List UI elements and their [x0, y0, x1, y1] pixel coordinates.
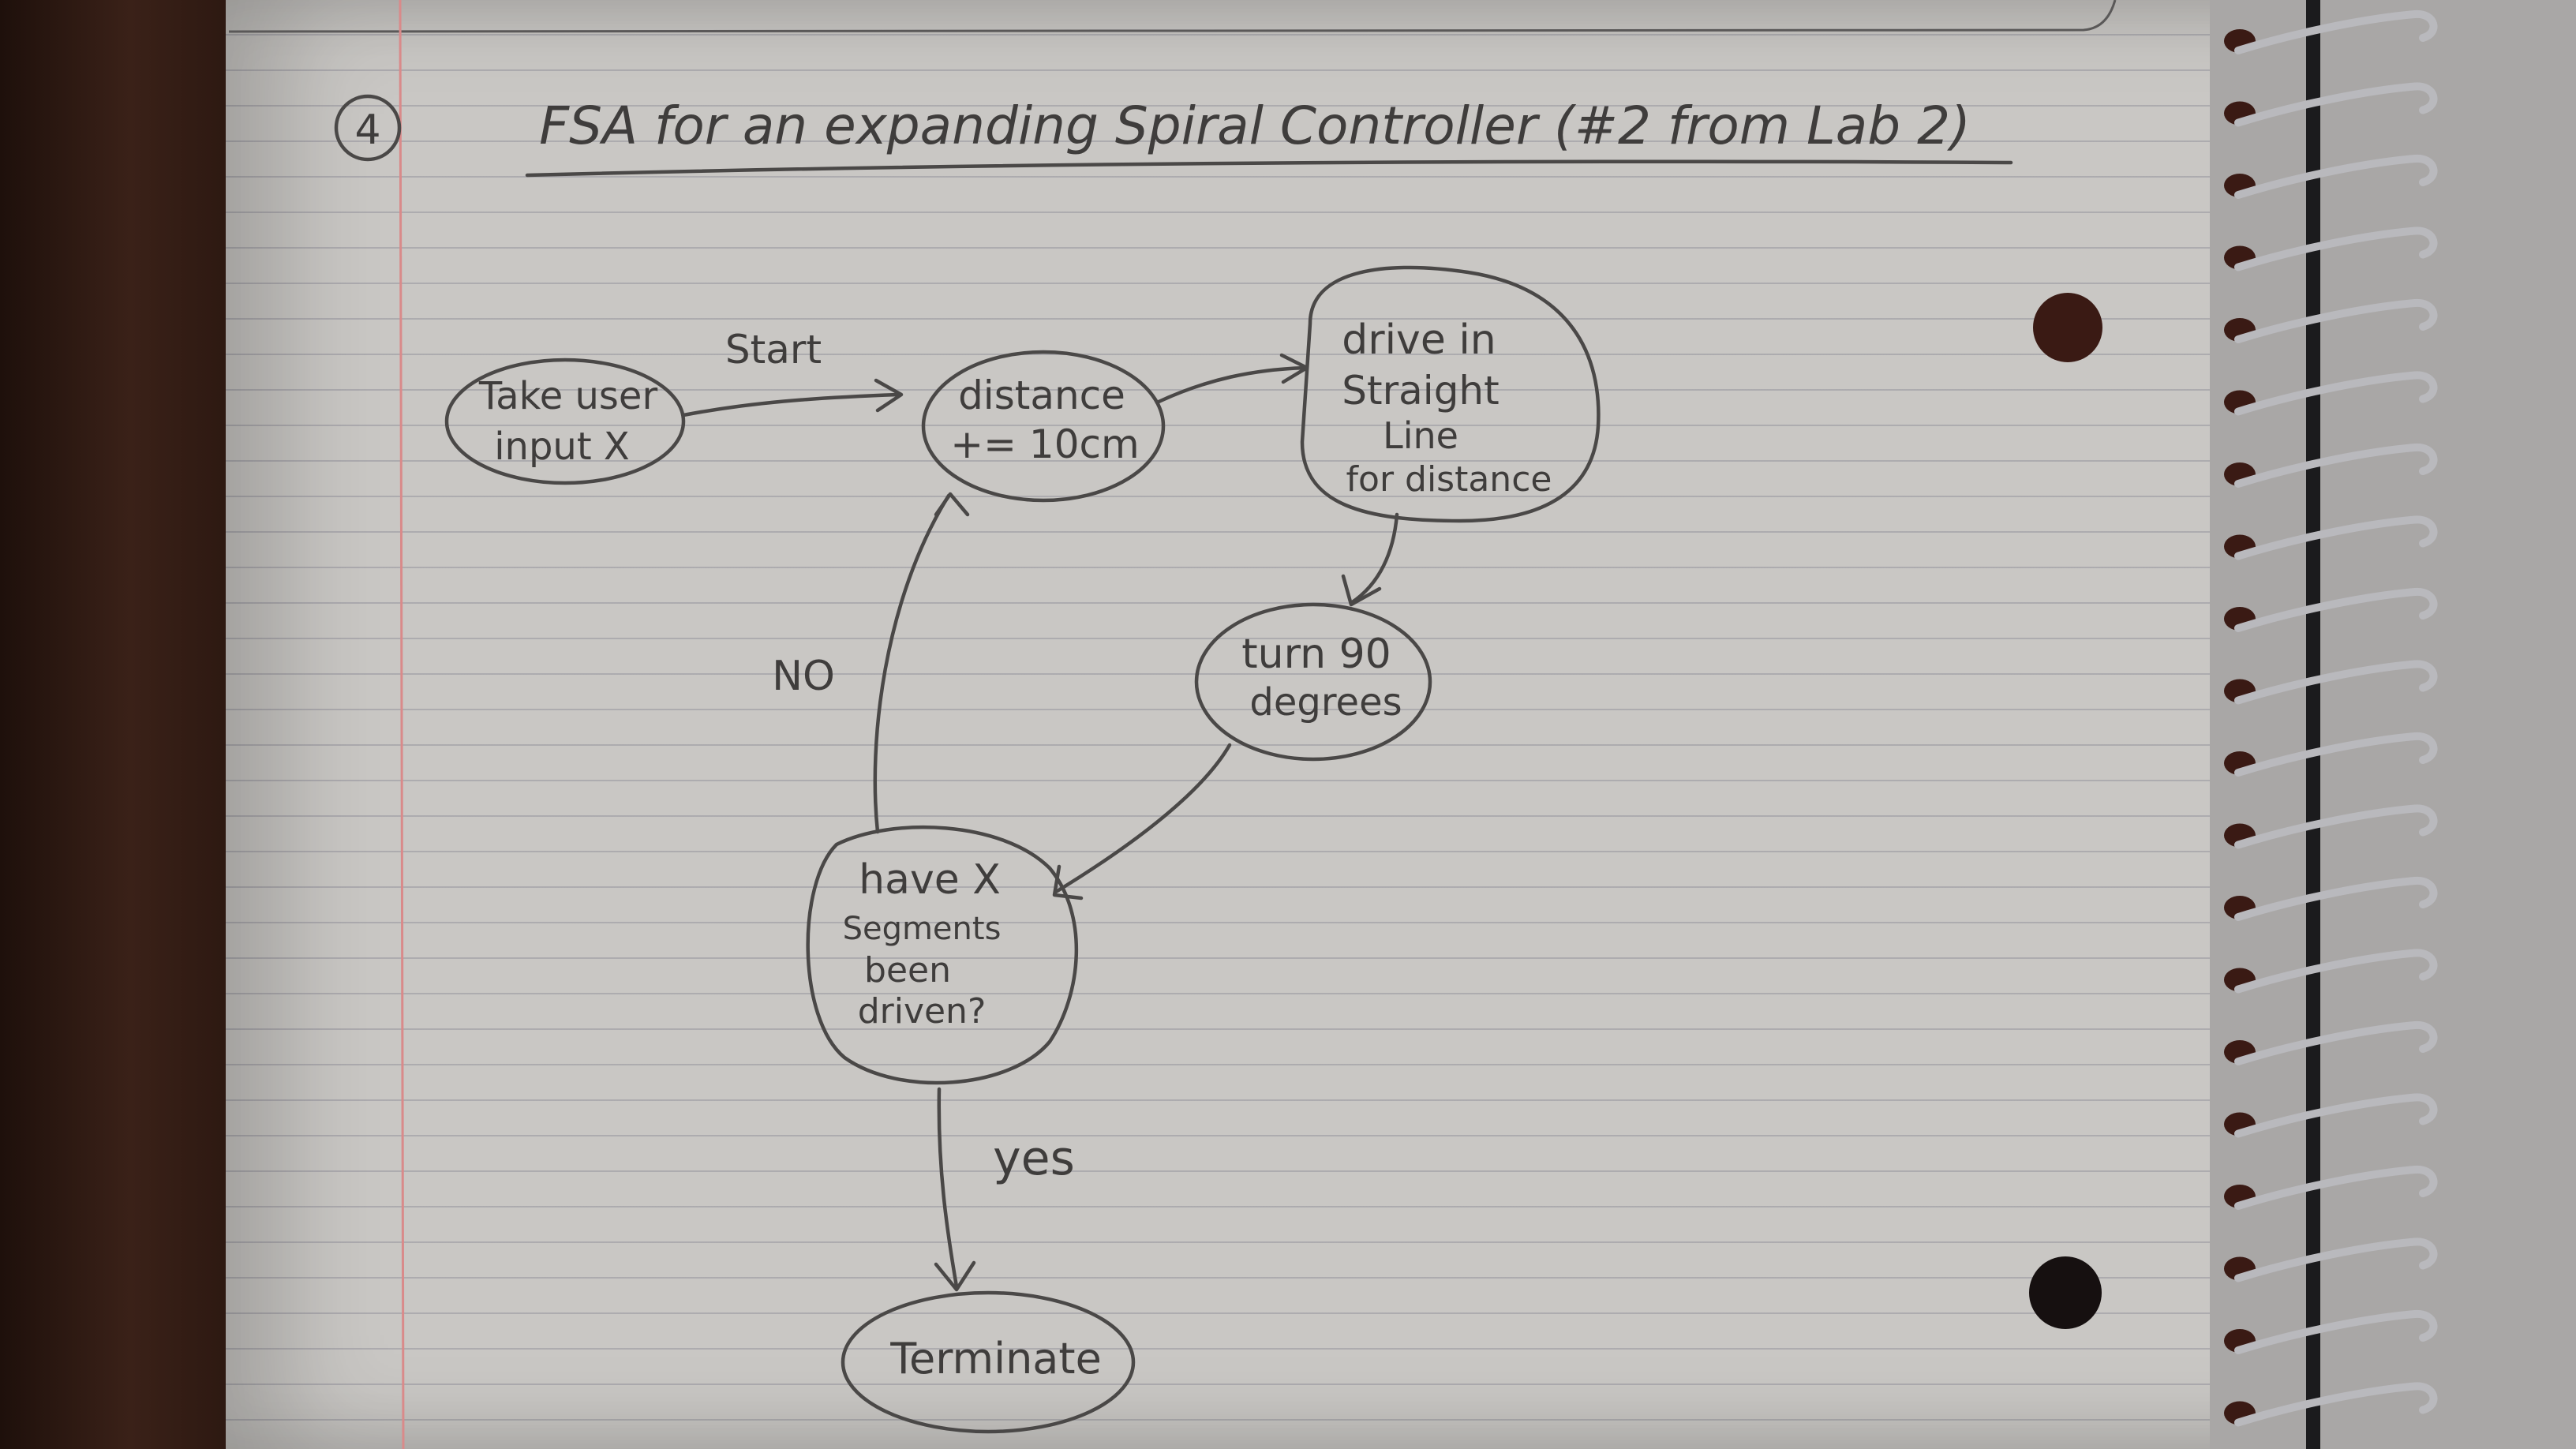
transition-label: Start: [725, 327, 822, 373]
page-top-border: [228, 0, 2117, 33]
problem-number-circle: [334, 94, 402, 162]
problem-number: 4: [354, 107, 380, 154]
state-label-line: have X: [859, 856, 1001, 904]
spiral-binding-spine: [2306, 0, 2320, 1449]
binding-ring: [2234, 876, 2438, 921]
transition-label: NO: [772, 653, 835, 700]
binding-ring: [2234, 1309, 2438, 1354]
binding-ring: [2234, 660, 2438, 705]
binding-ring: [2234, 1382, 2438, 1427]
state-label-line: turn 90: [1241, 631, 1391, 678]
transition-drive-to-turn: [1341, 512, 1399, 607]
state-label-line: distance: [958, 373, 1125, 418]
transition-start: Start: [681, 327, 904, 417]
binding-ring: [2234, 82, 2438, 127]
punch-hole: [2029, 1256, 2102, 1329]
binding-ring: [2234, 298, 2438, 343]
binding-ring: [2234, 9, 2438, 54]
notebook-page: [226, 0, 2576, 1449]
binding-ring: [2234, 949, 2438, 994]
desk-background: [0, 0, 237, 1449]
binding-ring: [2234, 587, 2438, 632]
state-terminate: Terminate: [841, 1290, 1136, 1434]
state-label-line: Line: [1383, 414, 1458, 457]
transition-label: yes: [993, 1131, 1075, 1186]
binding-ring: [2234, 1237, 2438, 1282]
state-drive-straight: drive in Straight Line for distance: [1300, 265, 1601, 523]
state-label-line: Straight: [1342, 368, 1499, 414]
binding-ring: [2234, 443, 2438, 488]
page-title: FSA for an expanding Spiral Controller (…: [539, 95, 1971, 156]
state-label-line: input X: [494, 425, 630, 469]
margin-line: [399, 0, 405, 1449]
binding-ring: [2234, 227, 2438, 271]
binding-ring: [2234, 371, 2438, 416]
transition-turn-to-check: [1052, 743, 1232, 900]
transition-distance-to-drive: [1155, 353, 1309, 405]
state-label: Terminate: [889, 1334, 1102, 1383]
state-take-user-input: Take user input X: [444, 358, 686, 485]
transition-no-loop: NO: [772, 492, 970, 834]
punch-hole: [2033, 293, 2102, 362]
state-distance-increment: distance += 10cm: [921, 350, 1166, 503]
spiral-binding-backing: [2210, 0, 2576, 1449]
binding-ring: [2234, 154, 2438, 199]
state-label-line: += 10cm: [950, 421, 1140, 467]
state-label-line: Take user: [478, 374, 658, 418]
binding-ring: [2234, 1165, 2438, 1210]
state-label-line: for distance: [1346, 459, 1552, 500]
binding-ring: [2234, 732, 2438, 777]
binding-ring: [2234, 515, 2438, 560]
state-label-line: driven?: [858, 991, 987, 1032]
state-check-segments: have X Segments been driven?: [806, 825, 1078, 1085]
binding-ring: [2234, 1093, 2438, 1138]
state-label-line: been: [864, 950, 951, 990]
transition-yes: yes: [934, 1087, 1075, 1292]
binding-ring: [2234, 1020, 2438, 1065]
state-label-line: Segments: [843, 911, 1002, 947]
title-underline: [525, 159, 2013, 178]
spiral-rings: [2224, 9, 2438, 1427]
binding-ring: [2234, 804, 2438, 849]
state-label-line: degrees: [1249, 680, 1402, 724]
state-label-line: drive in: [1342, 316, 1496, 364]
state-turn-90: turn 90 degrees: [1194, 602, 1432, 762]
